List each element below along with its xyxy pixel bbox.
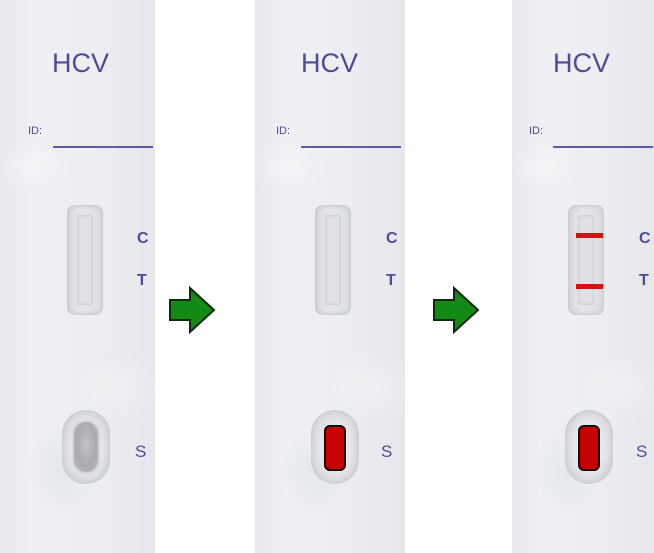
test-cassette-step-1: HCV ID: C T S <box>0 0 155 553</box>
id-write-line <box>553 146 653 148</box>
control-mark: C <box>639 230 651 247</box>
id-write-line <box>53 146 153 148</box>
sample-mark: S <box>135 442 147 461</box>
cassette-title: HCV <box>301 48 359 78</box>
control-mark: C <box>386 230 398 247</box>
sample-applied-red <box>324 425 346 471</box>
sample-applied-red <box>578 425 600 471</box>
test-mark: T <box>386 272 396 289</box>
control-mark: C <box>137 230 149 247</box>
id-label: ID: <box>28 125 43 137</box>
result-window <box>568 205 604 315</box>
id-label: ID: <box>529 125 544 137</box>
cassette-title: HCV <box>52 48 110 78</box>
control-line <box>576 233 603 238</box>
right-arrow-icon <box>433 285 480 335</box>
result-window <box>67 205 103 315</box>
id-label: ID: <box>276 125 291 137</box>
result-window <box>315 205 351 315</box>
test-cassette-step-3: HCV ID: C T S <box>512 0 654 553</box>
test-mark: T <box>639 272 649 289</box>
test-mark: T <box>137 272 147 289</box>
sample-mark: S <box>381 442 393 461</box>
id-write-line <box>301 146 401 148</box>
right-arrow-icon <box>169 285 216 335</box>
test-line <box>576 284 603 289</box>
empty-sample-well <box>74 422 98 472</box>
sample-mark: S <box>636 442 648 461</box>
test-cassette-step-2: HCV ID: C T S <box>255 0 405 553</box>
cassette-title: HCV <box>553 48 611 78</box>
